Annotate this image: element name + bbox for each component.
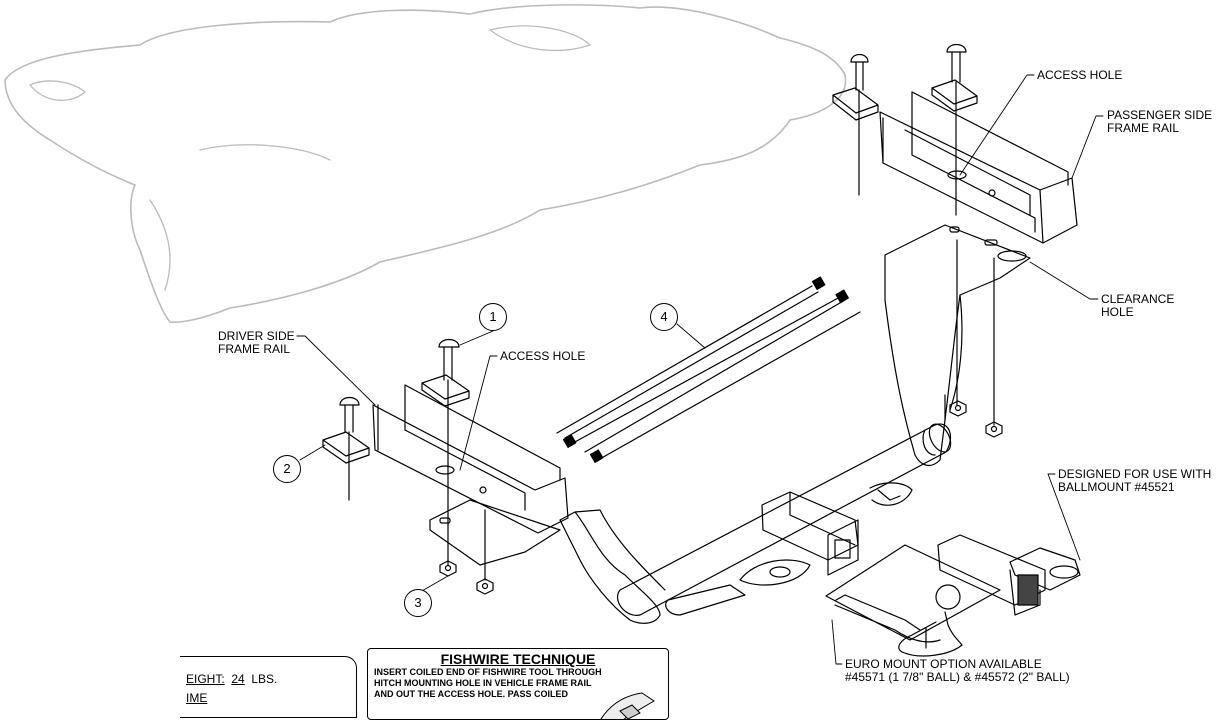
label-passenger-side-line1: PASSENGER SIDE	[1107, 108, 1213, 122]
spec-time: IME	[186, 691, 207, 705]
label-access-hole-passenger: ACCESS HOLE	[1037, 68, 1123, 82]
time-label: IME	[186, 691, 208, 705]
ballmount-45521	[937, 534, 1081, 616]
passenger-spacer-plate-1	[832, 87, 879, 121]
driver-nut-2	[476, 578, 494, 595]
weight-label: EIGHT:	[186, 672, 225, 686]
cross-tube	[617, 423, 951, 616]
callout-4: 4	[650, 303, 678, 331]
weight-value: 24	[231, 672, 245, 686]
spec-block-frame	[180, 656, 357, 718]
driver-spacer-plate-2	[322, 431, 370, 464]
label-clearance-line2: HOLE	[1101, 305, 1134, 319]
label-driver-side-line1: DRIVER SIDE	[218, 329, 295, 343]
label-passenger-side: PASSENGER SIDE FRAME RAIL	[1107, 109, 1212, 135]
passenger-frame-rail	[879, 111, 1078, 244]
fishwire-tools	[556, 285, 861, 461]
euro-mount	[825, 544, 1001, 657]
label-euro-mount: EURO MOUNT OPTION AVAILABLE #45571 (1 7/…	[845, 658, 1070, 684]
fishwire-title: FISHWIRE TECHNIQUE	[440, 651, 596, 667]
label-clearance-line1: CLEARANCE	[1101, 292, 1175, 306]
fishwire-line-3: AND OUT THE ACCESS HOLE. PASS COILED	[374, 689, 569, 699]
callout-2: 2	[273, 455, 301, 483]
passenger-carriage-bolt-2	[946, 43, 967, 216]
fishwire-line-2: HITCH MOUNTING HOLE IN VEHICLE FRAME RAI…	[374, 678, 592, 688]
driver-carriage-bolt-1	[438, 338, 460, 566]
label-driver-side: DRIVER SIDE FRAME RAIL	[218, 330, 295, 356]
label-access-hole-driver: ACCESS HOLE	[500, 349, 586, 363]
driver-spacer-plate-1	[421, 374, 470, 407]
passenger-nut-1	[949, 400, 967, 417]
passenger-carriage-bolt-1	[850, 53, 869, 196]
vehicle-outline	[4, 4, 847, 323]
receiver	[665, 482, 913, 616]
driver-nut-1	[439, 560, 457, 577]
passenger-spacer-plate-2	[931, 79, 978, 112]
label-designed-line2: BALLMOUNT #45521	[1058, 480, 1175, 494]
spec-weight: EIGHT: 24 LBS.	[186, 672, 277, 686]
weight-unit: LBS.	[251, 672, 278, 686]
driver-hitch-bracket	[559, 511, 661, 624]
driver-carriage-bolt-2	[339, 396, 360, 501]
leader-lines	[296, 74, 1104, 665]
label-euro-line2: #45571 (1 7/8" BALL) & #45572 (2" BALL)	[845, 670, 1070, 684]
label-driver-side-line2: FRAME RAIL	[218, 342, 291, 356]
driver-frame-rail	[372, 404, 569, 534]
fishwire-line-1: INSERT COILED END OF FISHWIRE TOOL THROU…	[374, 667, 602, 677]
label-designed-for: DESIGNED FOR USE WITH BALLMOUNT #45521	[1058, 468, 1211, 494]
hitch-installation-diagram	[4, 4, 1104, 665]
fishwire-illustration	[600, 692, 655, 719]
label-passenger-side-line2: FRAME RAIL	[1107, 121, 1180, 135]
label-clearance-hole: CLEARANCE HOLE	[1101, 293, 1174, 319]
label-designed-line1: DESIGNED FOR USE WITH	[1058, 467, 1212, 481]
label-euro-line1: EURO MOUNT OPTION AVAILABLE	[845, 657, 1042, 671]
fishwire-technique-box: FISHWIRE TECHNIQUE INSERT COILED END OF …	[367, 648, 669, 720]
callout-1: 1	[479, 303, 507, 331]
callout-3: 3	[404, 589, 432, 617]
passenger-nut-2	[985, 421, 1003, 438]
